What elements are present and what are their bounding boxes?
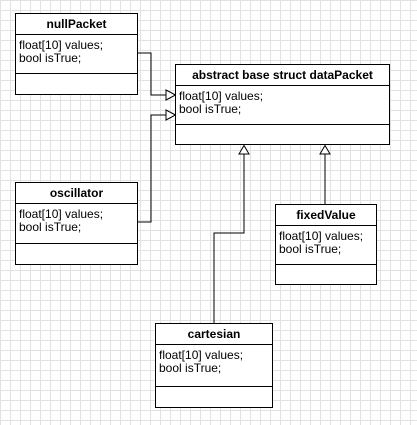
connector-nullpacket-to-base: [138, 52, 166, 96]
class-nullpacket[interactable]: nullPacket float[10] values; bool isTrue…: [15, 13, 138, 95]
class-cartesian[interactable]: cartesian float[10] values; bool isTrue;: [155, 323, 273, 408]
class-attributes: float[10] values; bool isTrue;: [176, 86, 389, 125]
class-attributes: float[10] values; bool isTrue;: [156, 345, 272, 387]
class-name: nullPacket: [16, 14, 137, 35]
inheritance-arrowhead-nullpacket: [165, 89, 177, 101]
class-attribute: bool isTrue;: [179, 102, 242, 116]
class-attribute: float[10] values;: [279, 229, 364, 243]
class-name: oscillator: [16, 183, 137, 204]
class-name: abstract base struct dataPacket: [176, 65, 389, 86]
class-attributes: float[10] values; bool isTrue;: [16, 35, 137, 74]
class-datapacket-base[interactable]: abstract base struct dataPacket float[10…: [175, 64, 390, 145]
class-name: cartesian: [156, 324, 272, 345]
class-attribute: float[10] values;: [19, 207, 104, 221]
class-attribute: float[10] values;: [159, 348, 244, 362]
class-attribute: bool isTrue;: [19, 220, 82, 234]
class-attributes: float[10] values; bool isTrue;: [16, 204, 137, 244]
connector-oscillator-to-base: [138, 114, 166, 223]
inheritance-arrowhead-cartesian: [238, 144, 250, 155]
class-attribute: bool isTrue;: [279, 242, 342, 256]
inheritance-arrowhead-fixedvalue: [319, 144, 331, 155]
class-attribute: float[10] values;: [19, 38, 104, 52]
class-name: fixedValue: [276, 205, 376, 226]
inheritance-arrowhead-oscillator: [165, 109, 177, 121]
class-fixedvalue[interactable]: fixedValue float[10] values; bool isTrue…: [275, 204, 377, 285]
class-attribute: bool isTrue;: [159, 361, 222, 375]
class-attribute: float[10] values;: [179, 89, 264, 103]
class-oscillator[interactable]: oscillator float[10] values; bool isTrue…: [15, 182, 138, 265]
connector-cartesian-to-base: [213, 154, 245, 323]
class-attribute: bool isTrue;: [19, 51, 82, 65]
class-attributes: float[10] values; bool isTrue;: [276, 226, 376, 265]
